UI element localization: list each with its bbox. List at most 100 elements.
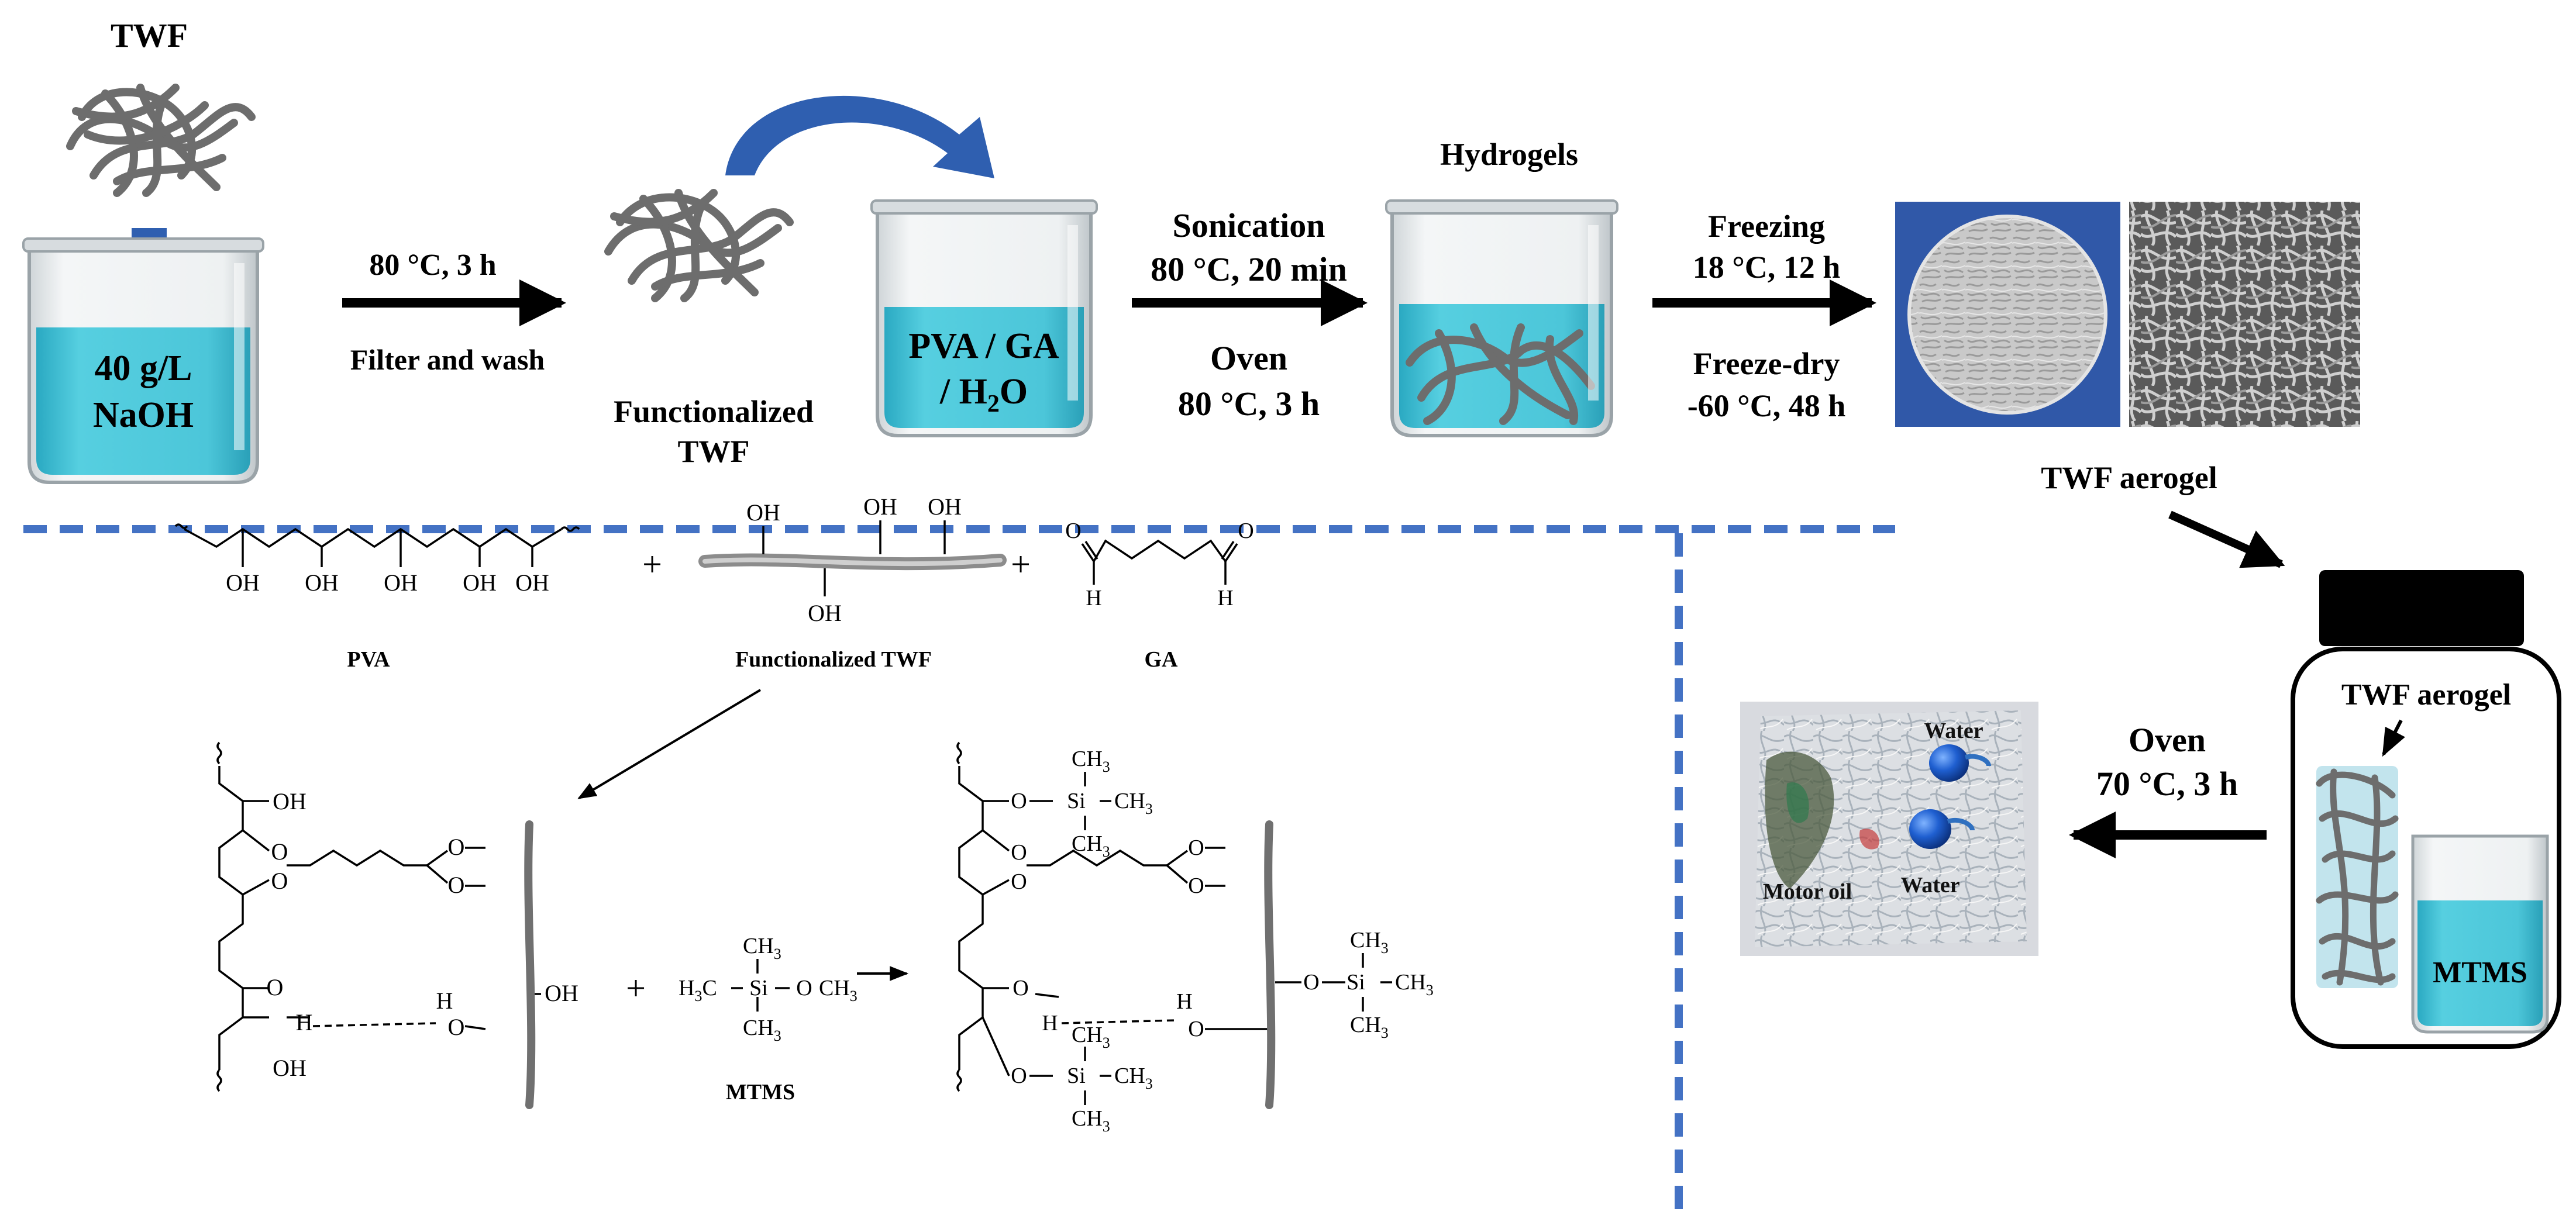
pva-oh-labels: OH OH OH OH OH (226, 569, 549, 596)
step3-freeze-dry: Freeze-dry (1693, 346, 1840, 381)
step2-sonication: Sonication (1172, 206, 1325, 244)
oven-label: Oven (2129, 721, 2206, 759)
pva-oh-4: OH (463, 569, 497, 596)
sx-si-1: Si (1067, 789, 1086, 813)
step3-freezing-condition: 18 °C, 12 h (1693, 250, 1841, 285)
ga-h-left: H (1086, 586, 1101, 610)
mtms-ch3-bottom: CH3 (743, 1016, 781, 1044)
sem-image (2129, 202, 2360, 427)
pva-oh-5: OH (515, 569, 549, 596)
ga-h-right: H (1217, 586, 1233, 610)
sx-o-6: O (1013, 976, 1028, 1000)
aerogel-to-jar-arrow (2168, 510, 2285, 568)
sx-ch3-2c: CH3 (1072, 1106, 1110, 1135)
cx-oh-2: OH (273, 1055, 306, 1081)
mtms-si: Si (749, 976, 768, 1000)
oven-condition: 70 °C, 3 h (2096, 765, 2238, 803)
jar-aerogel-label: TWF aerogel (2341, 678, 2511, 712)
silylated-labels: O Si CH3 CH3 CH3 O O O O O H H O O Si CH… (1011, 747, 1434, 1135)
cx-h-2: H (436, 988, 453, 1014)
mtms-struct-label: MTMS (726, 1080, 795, 1104)
mtms-structure (731, 959, 790, 1012)
cx-oh-3: OH (545, 980, 578, 1006)
pva-oh-1: OH (226, 569, 260, 596)
fiber-surface-left (524, 820, 536, 1109)
twf-oh-1: OH (746, 499, 780, 526)
twf-oh-4: OH (808, 600, 842, 626)
twf-aerogel-label: TWF aerogel (2041, 460, 2217, 495)
twf-fiber-bundle-icon (66, 84, 256, 197)
twf-title: TWF (111, 16, 188, 54)
transfer-arrow-icon (725, 95, 994, 178)
photo-motor-oil: Motor oil (1763, 879, 1852, 904)
twf-oh-3: OH (928, 493, 962, 520)
sx-o-1: O (1011, 789, 1027, 813)
ga-structure (1081, 539, 1238, 585)
sx-h-2: H (1176, 989, 1192, 1014)
cx-o-6: O (448, 1014, 465, 1040)
step2-oven-condition: 80 °C, 3 h (1178, 385, 1320, 423)
photo-water-top: Water (1924, 719, 1983, 743)
ga-label: GA (1145, 647, 1179, 672)
cx-oh-1: OH (273, 788, 306, 814)
sx-si-3: Si (1346, 970, 1365, 995)
step1-condition: 80 °C, 3 h (369, 248, 496, 282)
crosslinked-labels: OH O O O O O H H O OH OH (267, 788, 578, 1081)
functionalized-fiber-icon (604, 189, 794, 302)
twf-oh-2: OH (863, 493, 897, 520)
sx-ch3-3c: CH3 (1350, 1013, 1389, 1041)
cx-h-1: H (296, 1009, 313, 1035)
pva-label: PVA (347, 647, 390, 672)
sx-o-9: O (1303, 970, 1319, 995)
jar-mtms-label: MTMS (2433, 956, 2527, 989)
functionalized-twf-line1: Functionalized (614, 394, 814, 429)
pva-oh-3: OH (384, 569, 418, 596)
plus-1: + (642, 545, 662, 584)
silanization-jar (2291, 570, 2561, 1049)
sx-ch3-1a: CH3 (1072, 747, 1110, 775)
cx-o-3: O (448, 834, 465, 860)
beaker2-text-line2: / H2O (939, 372, 1028, 417)
sx-ch3-1b: CH3 (1114, 789, 1153, 817)
jar-pointer-arrow (2382, 719, 2405, 757)
fiber-surface-right (1264, 820, 1276, 1109)
mtms-ch3-top: CH3 (743, 934, 781, 962)
sx-o-4: O (1188, 836, 1204, 860)
step3-freeze-dry-condition: -60 °C, 48 h (1688, 388, 1846, 423)
cx-o-5: O (267, 974, 284, 1000)
sx-h-1: H (1042, 1011, 1058, 1035)
beaker1-text-line2: NaOH (93, 395, 194, 435)
step1-note: Filter and wash (350, 343, 545, 376)
oil-water-photo (1740, 702, 2038, 956)
sx-o-2: O (1011, 840, 1027, 865)
sx-ch3-1c: CH3 (1072, 831, 1110, 860)
mtms-h3c: H3C (679, 976, 717, 1005)
sx-ch3-3a: CH3 (1350, 928, 1389, 957)
sx-o-5: O (1188, 874, 1204, 898)
sx-ch3-2b: CH3 (1114, 1064, 1153, 1092)
mtms-ch3-right: CH3 (819, 976, 857, 1005)
cx-o-4: O (448, 872, 465, 898)
photo-water-bottom: Water (1900, 873, 1959, 898)
sx-o-7: O (1188, 1017, 1204, 1041)
step2-sonication-condition: 80 °C, 20 min (1151, 250, 1347, 288)
naoh-beaker (22, 237, 264, 484)
crosslinked-structure (216, 741, 541, 1092)
sx-o-8: O (1011, 1064, 1027, 1088)
step2-oven: Oven (1210, 339, 1287, 377)
aerogel-photo (1895, 202, 2120, 427)
ga-o-left: O (1065, 519, 1081, 543)
twf-structure (698, 520, 1007, 596)
ga-o-right: O (1238, 519, 1253, 543)
pva-oh-2: OH (305, 569, 339, 596)
crosslink-arrow (577, 689, 762, 799)
cx-o-2: O (271, 868, 288, 894)
sx-si-2: Si (1067, 1064, 1086, 1088)
hydrogel-beaker (1385, 199, 1618, 437)
functionalized-twf-line2: TWF (677, 434, 749, 469)
beaker2-text-line1: PVA / GA (908, 326, 1059, 366)
hydrogels-label: Hydrogels (1440, 137, 1578, 172)
mtms-labels: H3C Si O CH3 CH3 CH3 (679, 934, 857, 1044)
cx-o-1: O (271, 838, 288, 865)
